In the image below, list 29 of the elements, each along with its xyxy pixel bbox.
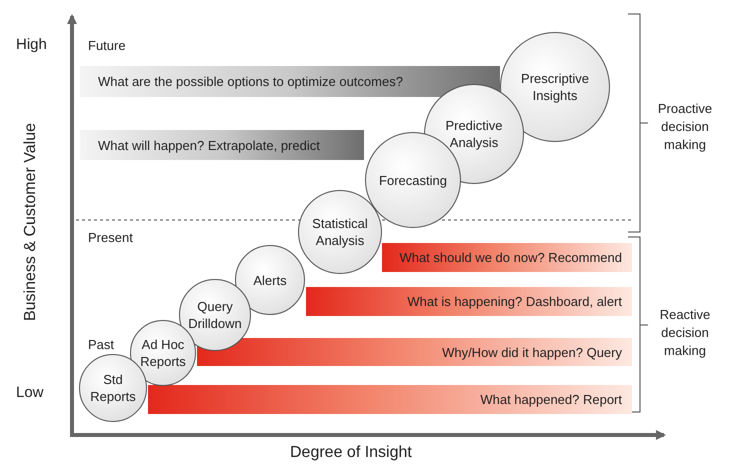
bracket-label: Proactive decision making xyxy=(656,100,714,154)
bar-text: What will happen? Extrapolate, predict xyxy=(98,138,320,152)
bar-text: What should we do now? Recommend xyxy=(399,250,622,265)
axis-level-label: High xyxy=(16,36,47,53)
node-text: Predictive Analysis xyxy=(444,117,504,151)
gradient-bar xyxy=(80,66,500,97)
gradient-bar xyxy=(382,243,632,272)
time-label: Past xyxy=(88,337,114,352)
bracket-label: Reactive decision making xyxy=(658,306,712,360)
bar-text: What happened? Report xyxy=(480,392,622,407)
node-text: Prescriptive Insights xyxy=(520,70,590,104)
bar-text: What are the possible options to optimize outcomes? xyxy=(98,74,403,89)
time-label: Present xyxy=(88,230,133,245)
gradient-bar xyxy=(197,338,632,366)
node-text: Std Reports xyxy=(89,371,137,405)
axis-title: Business & Customer Value xyxy=(22,123,40,322)
node-text: Query Drilldown xyxy=(187,298,243,332)
bar-text: What is happening? Dashboard, alert xyxy=(407,294,622,309)
gradient-bar xyxy=(148,385,632,414)
node-text: Statistical Analysis xyxy=(311,215,369,249)
node-text: Alerts xyxy=(253,272,287,288)
gradient-bar xyxy=(306,287,632,316)
axis-level-label: Low xyxy=(16,384,44,401)
bar-text: Why/How did it happen? Query xyxy=(442,344,622,360)
node-text: Ad Hoc Reports xyxy=(139,336,187,370)
gradient-bar xyxy=(80,130,364,160)
time-label: Future xyxy=(88,38,126,53)
axis-title: Degree of Insight xyxy=(290,444,412,462)
node-text: Forecasting xyxy=(379,172,447,188)
